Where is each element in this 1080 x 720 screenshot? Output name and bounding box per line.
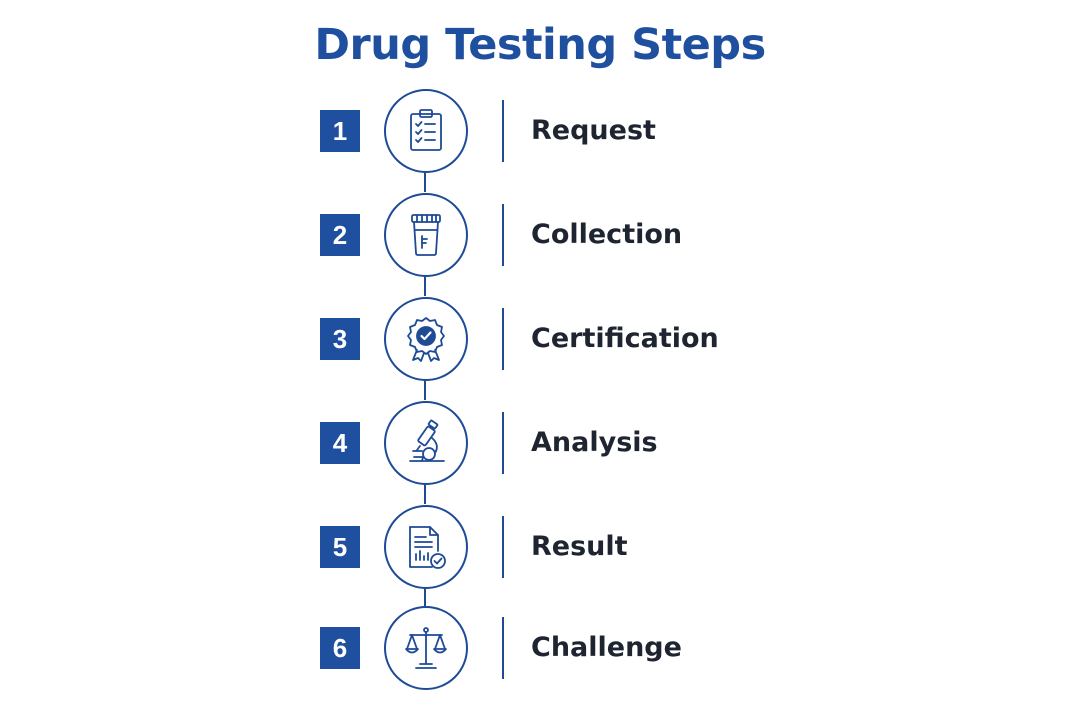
step-request: 1 Request — [0, 89, 1080, 173]
step-number-badge: 6 — [320, 627, 360, 669]
microscope-icon — [409, 419, 445, 462]
step-label: Analysis — [531, 427, 658, 458]
step-challenge: 6 Challenge — [0, 606, 1080, 690]
step-icon-circle — [384, 606, 468, 690]
step-number-badge: 4 — [320, 422, 360, 464]
scales-of-justice-icon — [405, 627, 447, 669]
step-number-badge: 3 — [320, 318, 360, 360]
step-divider — [502, 204, 504, 266]
connector-line — [424, 484, 426, 504]
certification-badge-icon — [407, 317, 445, 362]
step-icon-circle — [384, 401, 468, 485]
step-analysis: 4 Analysis — [0, 401, 1080, 485]
clipboard-checklist-icon — [410, 109, 442, 151]
step-label: Result — [531, 531, 628, 562]
connector-line — [424, 588, 426, 606]
page-title: Drug Testing Steps — [314, 20, 766, 70]
step-certification: 3 Certification — [0, 297, 1080, 381]
step-divider — [502, 516, 504, 578]
step-icon-circle — [384, 89, 468, 173]
step-divider — [502, 308, 504, 370]
specimen-cup-icon — [411, 214, 441, 256]
report-document-icon — [409, 526, 446, 569]
step-divider — [502, 412, 504, 474]
step-icon-circle — [384, 193, 468, 277]
step-label: Challenge — [531, 632, 682, 663]
step-number-badge: 5 — [320, 526, 360, 568]
step-divider — [502, 100, 504, 162]
step-icon-circle — [384, 505, 468, 589]
connector-line — [424, 276, 426, 296]
connector-line — [424, 172, 426, 192]
connector-line — [424, 380, 426, 400]
step-label: Collection — [531, 219, 683, 250]
step-divider — [502, 617, 504, 679]
step-label: Request — [531, 115, 656, 146]
step-icon-circle — [384, 297, 468, 381]
step-number-badge: 1 — [320, 110, 360, 152]
step-result: 5 Result — [0, 505, 1080, 589]
step-number-badge: 2 — [320, 214, 360, 256]
step-collection: 2 Collection — [0, 193, 1080, 277]
step-label: Certification — [531, 323, 719, 354]
